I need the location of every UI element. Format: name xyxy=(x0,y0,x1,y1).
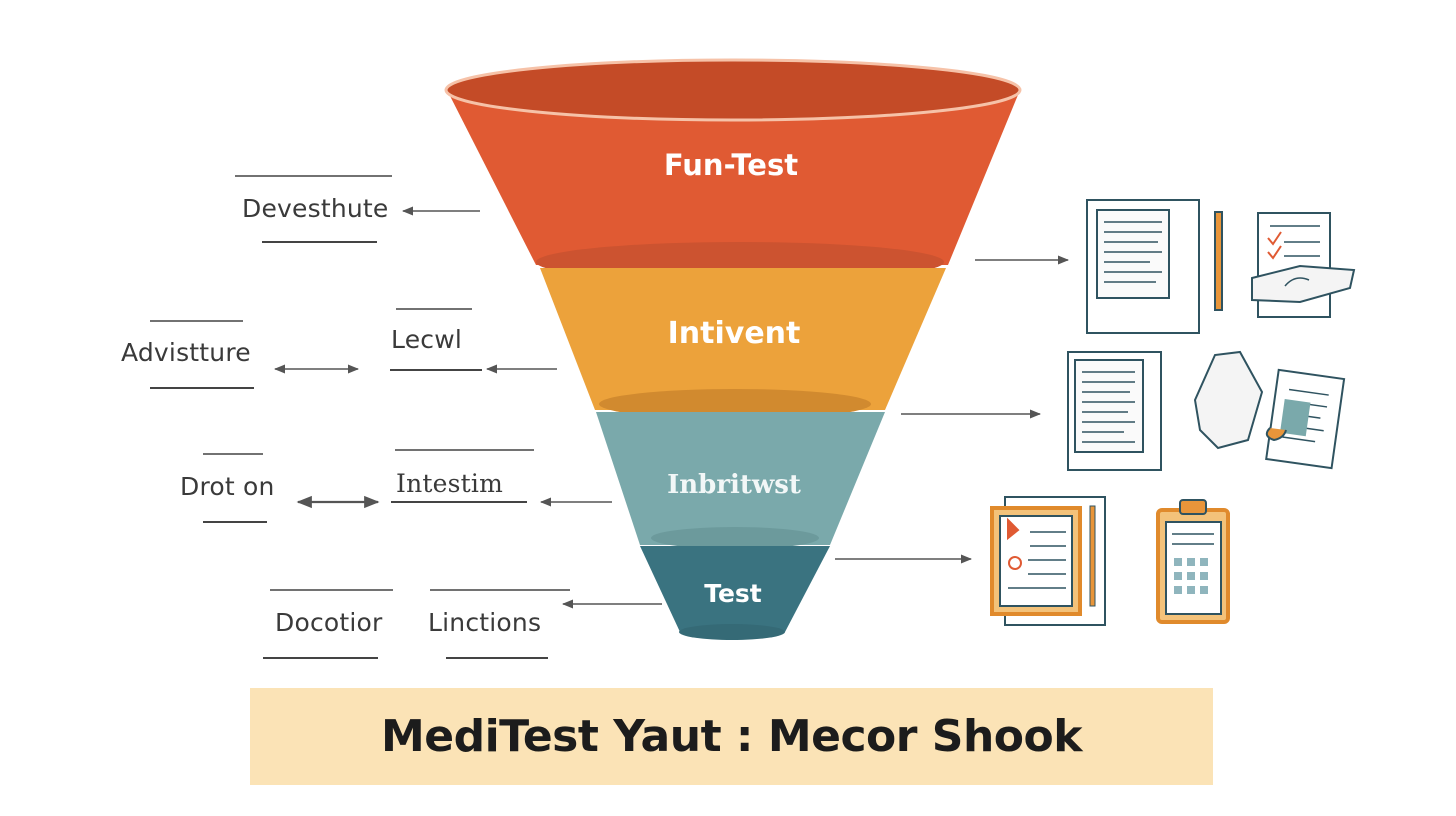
document-with-pen-icon xyxy=(1086,199,1223,334)
document-icon xyxy=(1067,351,1162,471)
label-devesthute: Devesthute xyxy=(242,194,389,223)
funnel-stage-1-label: Fun-Test xyxy=(663,148,799,182)
funnel-top-rim xyxy=(444,58,1022,122)
label-drot-on: Drot on xyxy=(180,472,275,501)
funnel-stage-4 xyxy=(640,546,830,632)
funnel-stage-4-label: Test xyxy=(704,579,762,608)
funnel-stage-3-label: Inbritwst xyxy=(667,470,801,500)
funnel-stage-1 xyxy=(447,90,1020,265)
calculator-clipboard-icon xyxy=(1156,499,1230,624)
checklist-with-hand-icon xyxy=(1251,212,1356,318)
orange-document-icon xyxy=(990,496,1106,626)
funnel-stage-2-label: Intivent xyxy=(667,316,801,351)
label-advistture: Advistture xyxy=(121,338,251,367)
funnel-stage-2 xyxy=(540,268,946,410)
funnel-stage-3-base xyxy=(651,527,819,549)
label-lines xyxy=(150,175,570,659)
left-connectors xyxy=(273,206,662,609)
label-lecwl: Lecwl xyxy=(391,325,463,354)
funnel-stage-3 xyxy=(596,412,885,545)
label-docotior: Docotior xyxy=(275,608,383,637)
funnel-bottom-tip xyxy=(679,624,785,640)
funnel xyxy=(444,58,1022,640)
label-intestim: Intestim xyxy=(396,469,503,498)
funnel-stage-2-base xyxy=(599,389,871,419)
banner-title: MediTest Yaut : Mecor Shook xyxy=(380,711,1083,762)
clipboard-with-hand-icon xyxy=(1193,350,1346,470)
right-connectors xyxy=(835,255,1070,564)
label-linctions: Linctions xyxy=(428,608,542,637)
title-banner: MediTest Yaut : Mecor Shook xyxy=(250,688,1213,785)
